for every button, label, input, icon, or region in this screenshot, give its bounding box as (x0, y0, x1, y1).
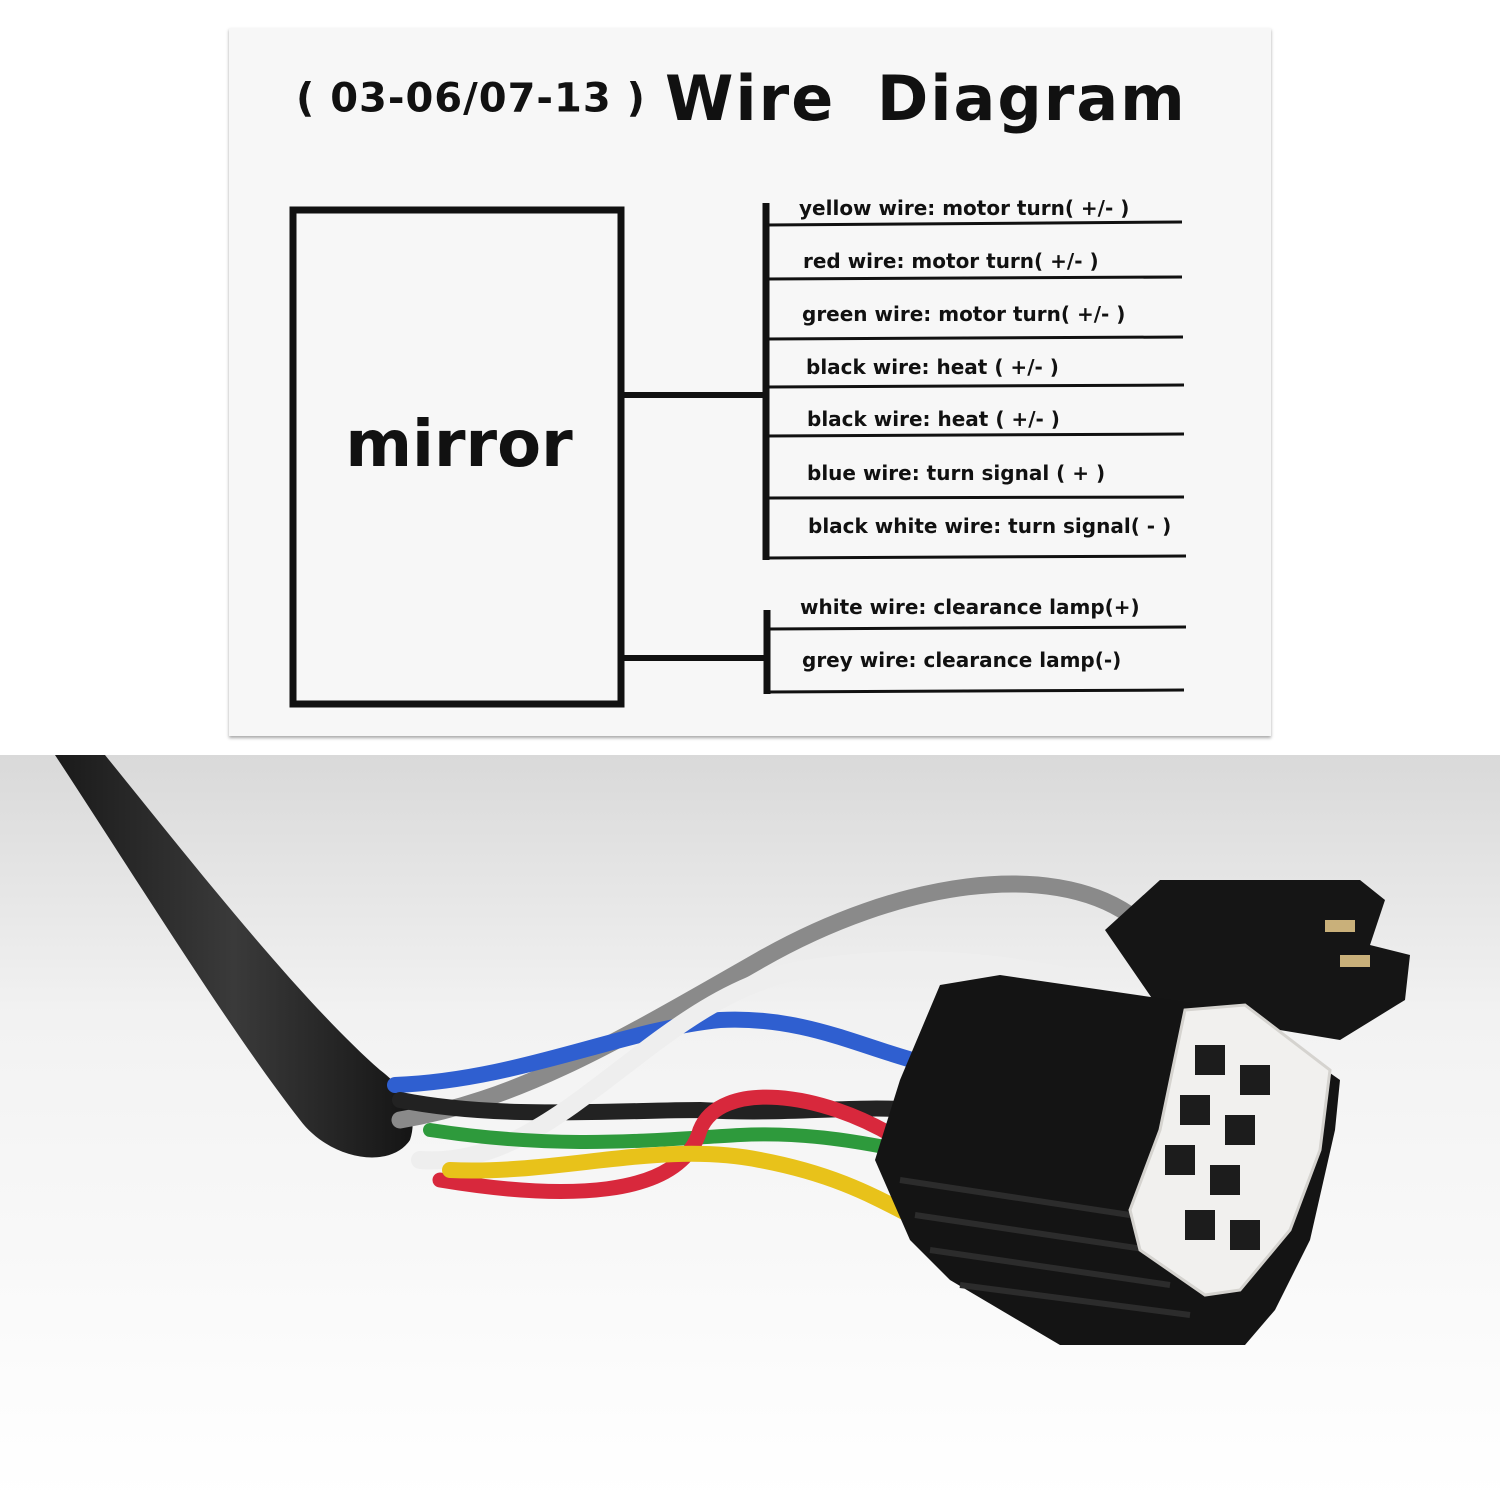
wire-label-green: green wire: motor turn( +/- ) (802, 302, 1126, 326)
diagram-heading: Wire Diagram (664, 62, 1187, 135)
red-wire (432, 1089, 908, 1199)
colored-wires (387, 875, 1139, 1228)
year-range: ( 03-06/07-13 ) (296, 75, 646, 122)
main-connector (875, 975, 1340, 1345)
mirror-label: mirror (345, 408, 573, 482)
wire-label-white: white wire: clearance lamp(+) (800, 595, 1140, 619)
green-wire (423, 1123, 907, 1157)
grey-wire (391, 875, 1139, 1129)
wire-label-red: red wire: motor turn( +/- ) (803, 249, 1099, 273)
wire-label-black-white: black white wire: turn signal( - ) (808, 514, 1172, 538)
small-connector (1105, 880, 1410, 1040)
blue-wire (387, 1011, 968, 1093)
wire-label-yellow: yellow wire: motor turn( +/- ) (799, 196, 1130, 220)
wire-label-grey: grey wire: clearance lamp(-) (802, 648, 1122, 672)
main-cable (55, 755, 413, 1158)
harness-photo (0, 755, 1500, 1500)
wire-label-black-2: black wire: heat ( +/- ) (807, 407, 1060, 431)
wire-label-black-1: black wire: heat ( +/- ) (806, 355, 1059, 379)
wire-label-blue: blue wire: turn signal ( + ) (807, 461, 1106, 485)
diagram-title: ( 03-06/07-13 ) Wire Diagram (296, 62, 1196, 135)
yellow-wire (442, 1145, 928, 1228)
